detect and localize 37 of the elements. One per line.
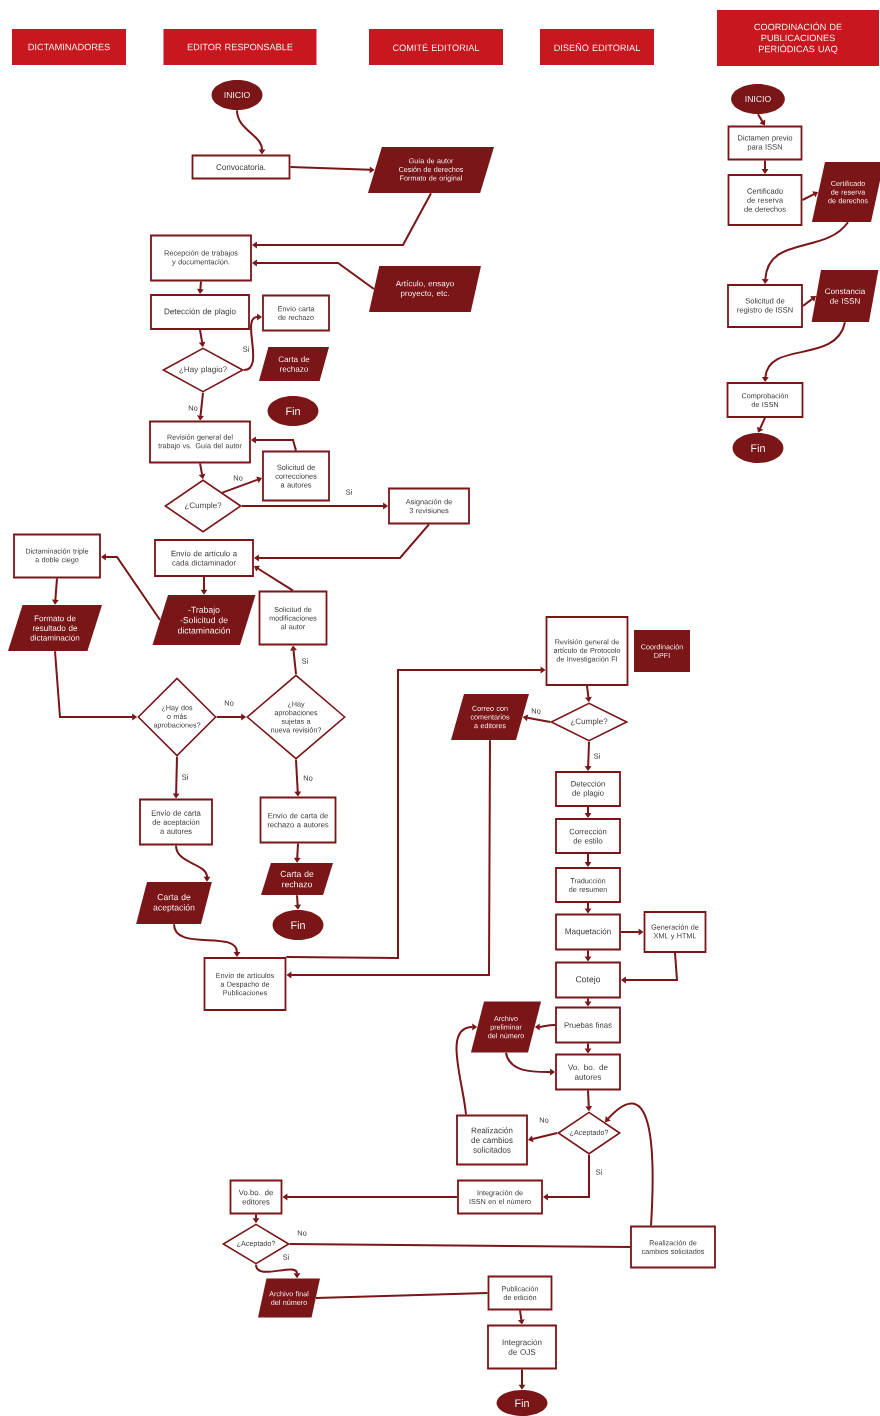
arrow [757,113,766,126]
column-header: EDITOR RESPONSABLE [163,29,317,65]
arrow [175,844,211,882]
document-parallelogram: Formato de resultado de dictaminación [8,605,102,651]
column-header: COORDINACIÓN DE PUBLICACIONES PERIÓDICAS UAQ [717,10,879,66]
terminal-oval: Fin [732,433,784,463]
arrow [290,645,297,676]
arrow [294,894,302,910]
arrow [286,739,491,979]
arrow [294,758,302,797]
arrow [757,416,766,433]
arrow [197,391,204,421]
process-box: Realización de cambios solicitados [456,1114,528,1166]
document-parallelogram: Artículo, ensayo proyecto, etc. [369,266,481,312]
process-box: Integración de OJS [487,1324,557,1370]
document-parallelogram: Carta de rechazo [261,863,333,895]
column-header: DICTAMINADORES [12,29,126,65]
document-parallelogram: Carta de rechazo [259,347,329,381]
document-parallelogram: -Trabajo -Solicitud de dictaminación [152,595,256,645]
column-header: DISEÑO EDITORIAL [540,29,654,65]
terminal-oval: Fin [496,1390,548,1416]
process-box: Cotejo [555,961,621,999]
terminal-oval: Fin [267,396,319,426]
document-parallelogram: Constancia de ISSN [811,270,879,322]
column-header: COMITÉ EDITORIAL [369,29,503,65]
document-parallelogram: Carta de aceptación [136,882,212,924]
connector-line [314,1292,489,1299]
arrow [285,666,546,959]
terminal-oval: INICIO [731,84,785,114]
process-box: Convocatoria. [191,154,291,180]
connector-line [288,1243,632,1248]
arrow [236,109,266,155]
process-box: Detección de plagio [150,294,250,330]
process-box: Vo. bo. de autores [555,1053,621,1091]
process-box: Maquetación [555,913,621,951]
terminal-oval: Fin [272,910,324,940]
terminal-oval: INICIO [211,80,263,110]
